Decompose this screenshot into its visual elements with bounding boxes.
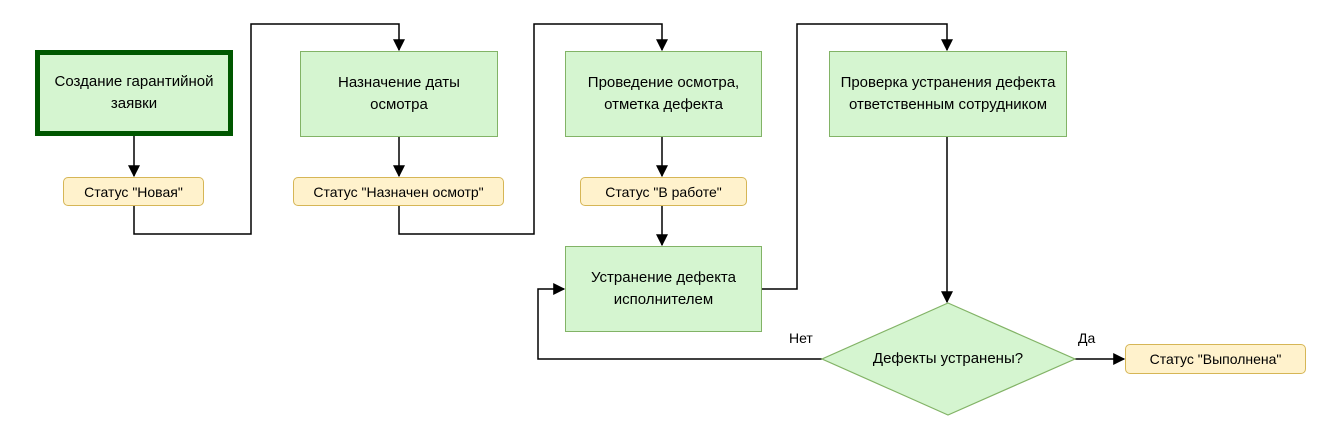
status-in-work[interactable]: Статус "В работе"	[580, 177, 747, 206]
status-inspection-assigned[interactable]: Статус "Назначен осмотр"	[293, 177, 504, 206]
step-fix-defect[interactable]: Устранение дефекта исполнителем	[565, 246, 762, 332]
step-create-label: Создание гарантийной заявки	[54, 73, 214, 112]
status-new[interactable]: Статус "Новая"	[63, 177, 204, 206]
status-in-work-label: Статус "В работе"	[605, 183, 722, 200]
connector-decision-no-to-fix	[537, 283, 822, 360]
connector-fix-to-verify	[761, 23, 953, 290]
status-new-label: Статус "Новая"	[84, 183, 183, 200]
step-create-warranty-request[interactable]: Создание гарантийной заявки	[35, 50, 233, 136]
decision-question: Дефекты устранены?	[872, 350, 1024, 367]
step-verify-label: Проверка устранения дефекта ответственны…	[840, 74, 1056, 113]
status-assigned-label: Статус "Назначен осмотр"	[313, 183, 484, 200]
step-conduct-inspection[interactable]: Проведение осмотра, отметка дефекта	[565, 51, 762, 137]
step-fix-label: Устранение дефекта исполнителем	[591, 269, 736, 308]
status-done-label: Статус "Выполнена"	[1149, 351, 1282, 367]
connector-status-assigned-to-inspect	[398, 23, 668, 235]
step-assign-inspection-date[interactable]: Назначение даты осмотра	[300, 51, 498, 137]
connector-status-new-to-assign	[133, 23, 405, 235]
step-inspect-label: Проведение осмотра, отметка дефекта	[587, 74, 740, 113]
step-assign-label: Назначение даты осмотра	[338, 74, 460, 113]
edge-label-no: Нет	[789, 330, 813, 346]
step-verify-fix[interactable]: Проверка устранения дефекта ответственны…	[829, 51, 1067, 137]
status-done[interactable]: Статус "Выполнена"	[1125, 344, 1306, 374]
edge-label-yes: Да	[1078, 330, 1096, 346]
decision-diamond[interactable]	[820, 302, 1077, 416]
